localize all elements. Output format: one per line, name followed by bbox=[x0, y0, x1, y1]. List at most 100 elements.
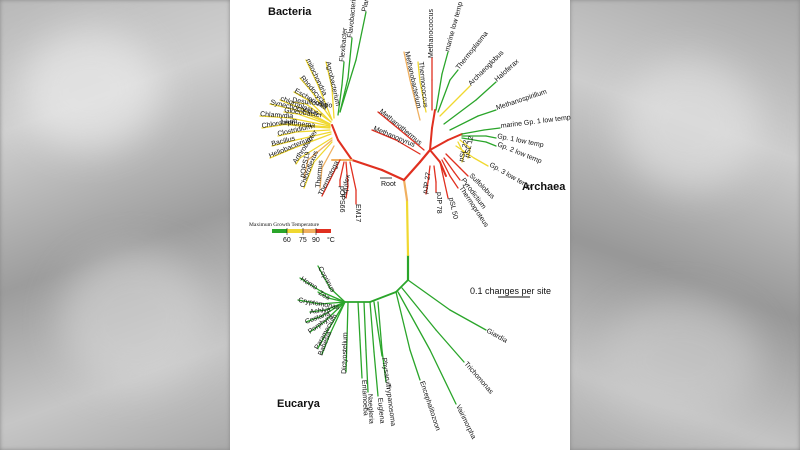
bacteria-branch-19 bbox=[313, 141, 333, 163]
legend-swatch-yellow bbox=[287, 229, 303, 233]
taxon-label: Entamoeba bbox=[360, 380, 369, 416]
archaea-branch-0 bbox=[409, 79, 421, 121]
taxon-label: pJP 27 bbox=[422, 172, 432, 195]
bacteria-branch-17 bbox=[295, 157, 301, 165]
eucarya-branch-11 bbox=[365, 349, 369, 393]
eucarya-internal-branch bbox=[395, 279, 409, 293]
eucarya-branch-5 bbox=[305, 315, 323, 323]
bacteria-branch-7 bbox=[291, 101, 307, 105]
taxon-label: Dictyostelium bbox=[341, 332, 349, 374]
bacteria-branch-3 bbox=[325, 61, 333, 89]
bacteria-branch-23 bbox=[345, 161, 349, 187]
eucarya-branch-2 bbox=[327, 297, 346, 303]
bacteria-branch-24 bbox=[349, 161, 357, 191]
archaea-branch-5 bbox=[439, 95, 461, 117]
bacteria-branch-12 bbox=[287, 123, 331, 128]
eucarya-branch-8 bbox=[329, 301, 346, 335]
archaea-internal-branch bbox=[447, 133, 463, 141]
taxon-label: Physarum bbox=[380, 357, 392, 389]
eucarya-branch-3 bbox=[319, 301, 346, 305]
archaea-internal-branch bbox=[429, 139, 449, 151]
archaea-branch-17 bbox=[439, 161, 445, 181]
taxon-label: pSL 12 bbox=[464, 135, 475, 158]
archaea-branch-1 bbox=[417, 61, 421, 83]
eucarya-branch-15 bbox=[395, 291, 411, 351]
taxon-label: Thermus bbox=[315, 160, 325, 189]
bacteria-branch-0 bbox=[355, 11, 367, 61]
taxon-label: marine low temp bbox=[444, 1, 464, 52]
backbone-branch bbox=[402, 160, 422, 182]
background-blob bbox=[620, 60, 760, 190]
legend-title: Maximum Growth Temperature bbox=[249, 222, 320, 228]
taxon-label: Flavobacterium bbox=[347, 0, 359, 38]
archaea-branch-10 bbox=[485, 141, 497, 147]
tree-figure-panel bbox=[230, 0, 570, 450]
archaea-branch-13 bbox=[473, 157, 489, 167]
bacteria-branch-21 bbox=[321, 179, 331, 197]
bacteria-branch-2 bbox=[341, 61, 345, 86]
archaea-branch-11 bbox=[467, 147, 471, 159]
legend-tick-unit: °C bbox=[327, 236, 335, 244]
eucarya-branch-0 bbox=[317, 265, 331, 289]
taxon-label: pSL 50 bbox=[447, 197, 459, 220]
archaea-branch-4 bbox=[437, 79, 451, 113]
bacteria-branch-9 bbox=[269, 103, 297, 111]
bacteria-branch-14 bbox=[277, 131, 297, 137]
archaea-branch-10 bbox=[461, 137, 487, 143]
eucarya-branch-4 bbox=[309, 309, 327, 313]
eucarya-branch-17 bbox=[435, 329, 465, 363]
archaea-branch-4 bbox=[449, 69, 459, 81]
archaea-branch-14 bbox=[445, 153, 461, 169]
bacteria-branch-11 bbox=[259, 115, 291, 119]
bacteria-branch-6 bbox=[293, 91, 309, 101]
bacteria-branch-16 bbox=[269, 147, 295, 159]
bacteria-branch-16 bbox=[293, 133, 332, 149]
archaea-branch-19 bbox=[425, 181, 429, 195]
bacteria-branch-18 bbox=[303, 159, 309, 179]
eucarya-branch-5 bbox=[321, 301, 346, 317]
taxon-label: Planctomyces bbox=[361, 0, 377, 12]
archaea-branch-5 bbox=[459, 85, 471, 97]
taxon-label: Aquifex bbox=[341, 174, 352, 199]
bacteria-branch-19 bbox=[303, 161, 315, 189]
eucarya-branch-8 bbox=[321, 333, 331, 355]
eucarya-branch-9 bbox=[345, 339, 348, 373]
archaea-internal-branch bbox=[429, 149, 441, 163]
bacteria-branch-13 bbox=[299, 125, 331, 129]
archaea-branch-12 bbox=[457, 141, 465, 155]
root-label: Root bbox=[381, 181, 396, 188]
eucarya-branch-14 bbox=[377, 301, 383, 351]
bacteria-branch-4 bbox=[305, 59, 319, 86]
taxon-label: EM17 bbox=[354, 204, 361, 222]
eucarya-branch-16 bbox=[429, 349, 457, 405]
bacteria-branch-15 bbox=[271, 139, 297, 147]
archaea-branch-0 bbox=[403, 51, 411, 81]
bacteria-branch-2 bbox=[337, 84, 343, 116]
legend-tick-90: 90 bbox=[312, 237, 320, 244]
eucarya-branch-1 bbox=[321, 291, 346, 303]
bacteria-branch-4 bbox=[317, 84, 333, 121]
bacteria-branch-10 bbox=[297, 113, 331, 126]
domain-label-archaea: Archaea bbox=[522, 181, 566, 193]
eucarya-branch-1 bbox=[299, 277, 323, 293]
eucarya-branch-14 bbox=[381, 349, 387, 383]
taxon-label: Methanococcus bbox=[428, 8, 435, 58]
backbone-branch bbox=[418, 148, 432, 164]
taxon-label: Methanospirillum bbox=[495, 88, 548, 111]
archaea-internal-branch bbox=[431, 109, 436, 129]
eucarya-branch-10 bbox=[359, 339, 363, 379]
legend-tick-75: 75 bbox=[299, 237, 307, 244]
archaea-branch-16 bbox=[449, 175, 459, 189]
bacteria-internal-branch bbox=[331, 124, 339, 141]
bacteria-branch-15 bbox=[295, 131, 332, 141]
eucarya-branch-16 bbox=[397, 291, 431, 351]
bacteria-branch-20 bbox=[319, 167, 323, 189]
archaea-branch-3 bbox=[441, 51, 449, 75]
taxon-label: Thermococcus bbox=[417, 62, 429, 109]
taxon-label: Homo bbox=[299, 276, 319, 292]
taxon-label: Euglena bbox=[376, 398, 385, 424]
bacteria-branch-14 bbox=[295, 129, 331, 133]
archaea-branch-16 bbox=[441, 159, 451, 177]
eucarya-branch-9 bbox=[346, 301, 349, 341]
bacteria-branch-10 bbox=[283, 111, 299, 115]
